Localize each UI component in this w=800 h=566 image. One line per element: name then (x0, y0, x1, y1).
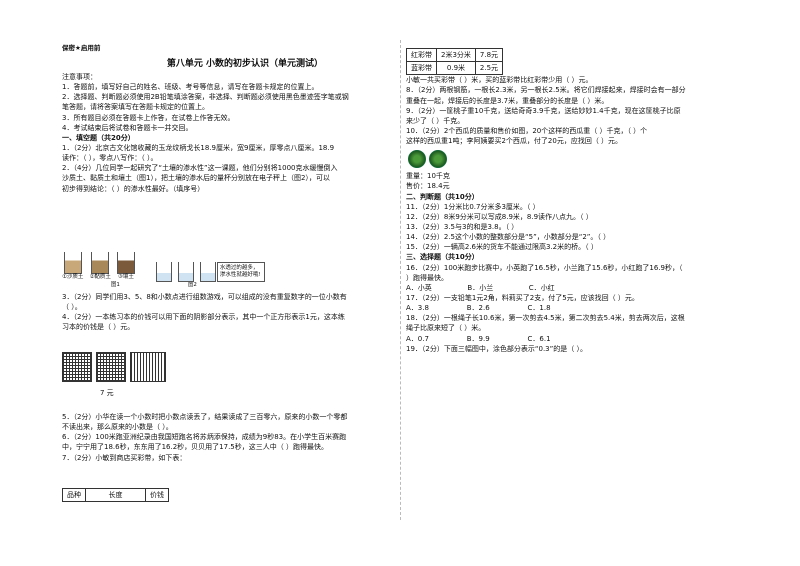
soil-label: ①沙质土 (62, 274, 84, 280)
questions-3-4: 3．（2分）同学们用3、5、8和小数点进行组数游戏，可以组成的没有重复数字的一位… (62, 292, 392, 333)
soil-sample-2: ②黏质土 (89, 252, 111, 282)
question-line: 10．（2分）2个西瓜的质量和售价如图，20个这样的西瓜重（ ）千克，（ ）个 (406, 126, 648, 135)
question-line: 4．（2分）一本练习本的价钱可以用下面的阴影部分表示，其中一个正方形表示1元，这… (62, 313, 345, 322)
section-judge-heading: 二、判断题（共10分） (406, 192, 479, 201)
soil-label: ②黏质土 (89, 274, 111, 280)
soil-cup-icon (116, 252, 135, 274)
melon-weight: 重量：10千克 (406, 172, 450, 181)
right-column: 红彩带 2米3分米 7.8元 蓝彩带 0.9米 2.5元 小敏一共买彩带（ ）米… (406, 47, 740, 354)
question-line: （ ）。 (62, 303, 82, 312)
note-item: 3．所有题目必须在答题卡上作答，在试卷上作答无效。 (62, 113, 235, 122)
beaker-icon (155, 261, 172, 282)
table-header: 品种 (62, 487, 86, 503)
question-line: 重叠在一起，焊接后的长度是3.7米，重叠部分的长度是（ ）米。 (406, 96, 609, 105)
soil-cup-icon (63, 252, 82, 274)
soil-label: ③壤土 (117, 274, 134, 280)
page-title: 第八单元 小数的初步认识（单元测试） (166, 59, 324, 69)
watermelon-icon (429, 150, 447, 169)
table-row: 红彩带 2米3分米 7.8元 (406, 47, 504, 63)
question-line: 3．（2分）同学们用3、5、8和小数点进行组数游戏，可以组成的没有重复数字的一位… (62, 293, 347, 301)
bar-strip-icon (130, 352, 166, 382)
question-line: 2．（4分）几位同学一起研究了“土壤的渗水性”这一课题，他们分别将1000克水缓… (62, 164, 338, 173)
choice-item: 16．（2分）100米跑步比赛中，小英跑了16.5秒，小兰跑了15.6秒，小红跑… (406, 263, 683, 272)
question-line: 5．（2分）小华在读一个小数时把小数点读丢了，结果读成了三百零六，原来的小数一个… (62, 413, 348, 421)
melon-price: 售价：18.4元 (406, 182, 450, 191)
table-cell: 2米3分米 (436, 47, 476, 63)
ribbon-table-head: 品种 长度 价钱 (62, 487, 392, 503)
table-cell: 蓝彩带 (406, 61, 437, 76)
table-cell: 7.8元 (474, 47, 504, 63)
watermelon-figure (408, 150, 740, 169)
table-cell: 0.9米 (436, 61, 476, 76)
judge-item: 11．（2分）1分米比0.7分米多3厘米。（ ） (406, 202, 540, 211)
table-row: 蓝彩带 0.9米 2.5元 (406, 61, 504, 76)
watermelon-icon (408, 150, 426, 169)
choice-item: ）跑得最快。 (406, 273, 448, 282)
price-figure (62, 352, 392, 382)
question-line: 习本的价钱是（ ）元。 (62, 323, 135, 332)
hint-note: 水透过的越多，渗水性就越好哦! (216, 261, 265, 282)
table-cell: 红彩带 (406, 47, 437, 63)
question-line: 9．（2分）一筐桃子重10千克，送给奇奇3.9千克，送给妙妙1.4千克，现在这筐… (406, 106, 681, 115)
question-line: 8．（2分）两根钢筋，一根长2.3米，另一根长2.5米。将它们焊接起来，焊接时会… (406, 86, 686, 95)
beaker-icon (177, 261, 194, 282)
choice-item: 绳子比原来短了（ ）米。 (406, 324, 486, 333)
note-item: 2．选择题、判断题必须使用2B铅笔填涂答案，非选择、判断题必须使用黑色墨迹签字笔… (62, 93, 349, 102)
judge-item: 15．（2分）一辆高2.6米的货车不能通过限高3.2米的桥。（ ） (406, 243, 598, 252)
table-cell: 2.5元 (474, 61, 504, 76)
question-line: 7．（2分）小敏到商店买彩带，如下表： (62, 453, 187, 462)
grid-square-icon (62, 352, 92, 382)
question-line: 读作：（ ），零点八写作：（ ）。 (62, 154, 158, 163)
question-line: 来少了（ ）千克。 (406, 116, 465, 125)
choice-item: 17．（2分）一支铅笔1元2角，料莉买了2支，付了5元，应该找回（ ）元。 (406, 293, 639, 302)
judge-item: 14．（2分）2.5这个小数的整数部分是“5”，小数部分是“2”。（ ） (406, 233, 611, 242)
choice-options: A．小英 B．小兰 C．小红 (406, 283, 555, 292)
table-header: 价钱 (145, 487, 169, 503)
table-header: 长度 (85, 487, 146, 503)
question-line: 小敏一共买彩带（ ）米，买的蓝彩带比红彩带少用（ ）元。 (406, 76, 593, 85)
questions-5-7: 5．（2分）小华在读一个小数时把小数点读丢了，结果读成了三百零六，原来的小数一个… (62, 412, 392, 463)
soil-cup-icon (91, 252, 110, 274)
figure-2-caption: 图2 (187, 282, 197, 288)
question-line: 6．（2分）100米跑亚洲纪录由我国短跑名将苏炳添保持，成绩为9秒83。在小学生… (62, 433, 347, 442)
question-line: 沙质土、黏质土和壤土（图1），把土壤的渗水后的量杯分别放在电子秤上（图2），可以 (62, 174, 330, 183)
section-fill-heading: 一、填空题（共20分） (62, 133, 135, 142)
note-item: 笔答题，请将答案填写在答题卡规定的位置上。 (62, 103, 209, 112)
choice-options: A．3.8 B．2.6 C．1.8 (406, 304, 551, 313)
soil-sample-1: ①沙质土 (62, 252, 83, 282)
choice-item: 19．（2分）下面三幅图中，涂色部分表示“0.3”的是（ ）。 (406, 344, 587, 353)
question-line: 不读出来，那么原来的小数是（ ）。 (62, 423, 173, 432)
question-line: 中，宁宁用了18.6秒，东东用了16.2秒，贝贝用了17.5秒，这三人中（ ）跑… (62, 443, 328, 452)
choice-item: 18．（2分）一根绳子长10.6米，第一次剪去4.5米，第二次剪去5.4米，剪去… (406, 314, 685, 323)
grid-square-icon (96, 352, 126, 382)
question-line: 这样的西瓜重1吨；李阿姨要买2个西瓜，付了20元，应找回（ ）元。 (406, 137, 623, 146)
soil-figure: ①沙质土 ②黏质土 ③壤土 图1 图2 水透过的越多，渗水性就越好哦! (62, 252, 392, 288)
section-choice-heading: 三、选择题（共10分） (406, 253, 479, 262)
judge-item: 13．（2分）3.5与3的和是3.8。（ ） (406, 222, 519, 231)
secret-mark: 保密★启用前 (62, 44, 101, 52)
beaker-icon (199, 261, 216, 282)
question-line: 1．（2分）北京古文化馆收藏的玉龙纹柄戈长18.9厘米，宽9厘米，厚零点八厘米。… (62, 143, 335, 152)
soil-sample-3: ③壤土 (116, 252, 135, 282)
question-line: 初步得到结论：（ ）的渗水性最好。（填序号） (62, 184, 205, 193)
choice-options: A．0.7 B．9.9 C．6.1 (406, 334, 551, 343)
figure-1-caption: 图1 (110, 282, 120, 288)
notes-heading: 注意事项： (62, 73, 97, 81)
note-item: 1．答题前，填写好自己的姓名、班级、考号等信息，请写在答题卡规定的位置上。 (62, 83, 319, 92)
column-divider (400, 40, 401, 520)
ribbon-table-body: 红彩带 2米3分米 7.8元 蓝彩带 0.9米 2.5元 (406, 47, 504, 76)
judge-item: 12．（2分）8米9分米可以写成8.9米，8.9读作八点九。（ ） (406, 212, 593, 221)
note-item: 4．考试结束后将试卷和答题卡一并交回。 (62, 123, 193, 132)
notes-block: 注意事项： 1．答题前，填写好自己的姓名、班级、考号等信息，请写在答题卡规定的位… (62, 72, 392, 194)
price-label: 7 元 (100, 389, 114, 397)
